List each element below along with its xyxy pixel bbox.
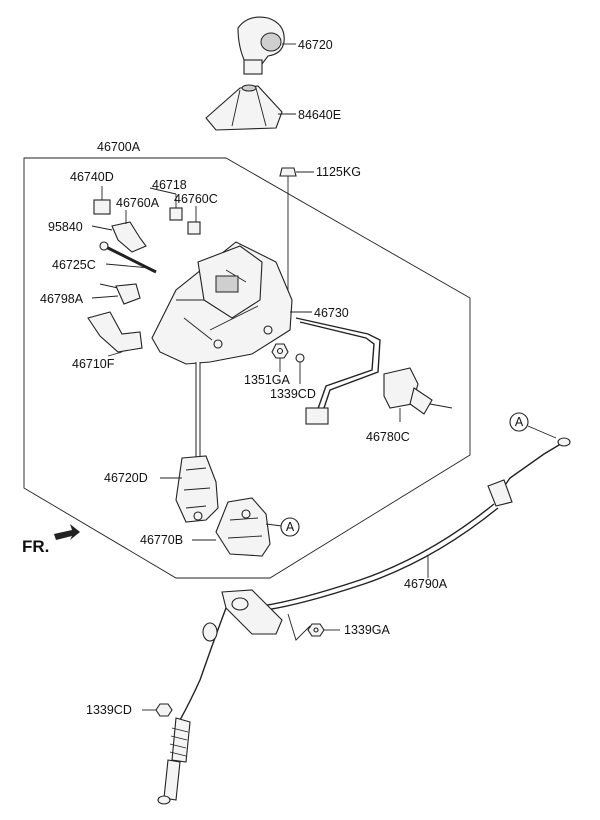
callout-1125kg: 1125KG <box>316 165 361 179</box>
clip-46760c <box>187 206 201 235</box>
nut-1339ga <box>307 623 340 637</box>
callout-46725c: 46725C <box>52 258 96 272</box>
callout-46720d: 46720D <box>104 471 148 485</box>
nut-1351ga <box>271 343 289 372</box>
callout-46798a: 46798A <box>40 292 84 306</box>
nut-1339cd-upper <box>295 353 305 384</box>
callout-46780c: 46780C <box>366 430 410 444</box>
bracket-46798a <box>99 283 141 305</box>
callout-46700a: 46700A <box>97 140 141 154</box>
svg-text:A: A <box>515 415 524 429</box>
callout-46718: 46718 <box>152 178 187 192</box>
callout-1351ga: 1351GA <box>244 373 291 387</box>
assembly-outline <box>23 157 471 579</box>
harness-46780c <box>295 317 453 425</box>
ref-marker-a-bracket: A <box>280 517 300 537</box>
callout-46790a: 46790A <box>404 577 448 591</box>
svg-text:A: A <box>286 520 295 534</box>
clip-46740d <box>93 186 111 215</box>
clip-46718 <box>169 194 183 221</box>
callout-95840: 95840 <box>48 220 83 234</box>
shift-knob <box>237 16 296 75</box>
bolt-1125kg <box>279 167 314 306</box>
shift-cable-46790a <box>157 437 571 805</box>
nut-1339cd-lower <box>142 703 173 717</box>
lever-46710f <box>87 311 143 353</box>
front-arrow-icon <box>54 524 80 540</box>
callout-46760a: 46760A <box>116 196 160 210</box>
lever-base-46720d <box>175 455 219 523</box>
callout-84640e: 84640E <box>298 108 341 122</box>
clip-46760a <box>111 210 147 253</box>
shifter-housing <box>151 241 293 365</box>
callout-1339ga: 1339GA <box>344 623 391 637</box>
callout-46730: 46730 <box>314 306 349 320</box>
callout-1339cd-upper: 1339CD <box>270 387 316 401</box>
callout-46770b: 46770B <box>140 533 183 547</box>
ref-marker-a-cable: A <box>509 412 557 439</box>
callout-46740d: 46740D <box>70 170 114 184</box>
callout-46760c: 46760C <box>174 192 218 206</box>
bracket-46770b <box>215 497 283 557</box>
callout-46720: 46720 <box>298 38 333 52</box>
callout-1339cd-lower: 1339CD <box>86 703 132 717</box>
callout-46710f: 46710F <box>72 357 115 371</box>
front-label: FR. <box>22 537 49 556</box>
shift-boot <box>205 84 296 131</box>
